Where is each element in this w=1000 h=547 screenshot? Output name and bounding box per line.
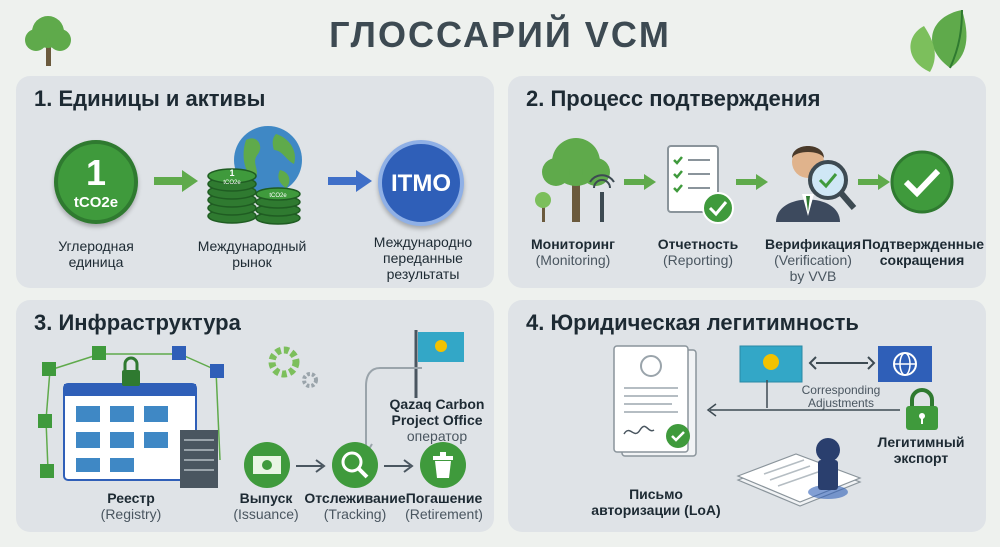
tracking-item: Отслеживание (Tracking) [302,490,408,522]
arrow-right-icon [328,170,372,192]
loa-item: Письмо авторизации (LoA) [586,486,726,518]
operator-role: оператор [406,428,468,444]
coin-number: 1 [85,152,107,193]
loa-label-2: авторизации (LoA) [591,502,721,518]
stack-coin-unit: tCO2e [223,180,241,186]
confirmed-item: Подтвержденные сокращения [862,236,985,268]
export-item: Легитимный экспорт [866,434,976,466]
lock-icon [906,388,938,430]
carbon-unit-label: Углеродная единица [58,238,134,270]
stamp-documents-icon [736,438,862,507]
confirmed-label: Подтвержденные [862,236,985,252]
registry-sublabel: (Registry) [100,506,162,522]
infrastructure-heading: 3. Инфраструктура [34,310,241,335]
verification-sublabel: (Verification) [774,252,852,268]
connector-line [766,380,768,408]
issuance-sublabel: (Issuance) [233,506,299,522]
registry-label: Реестр [107,490,155,506]
coin-unit: tCO2e [73,194,119,211]
kazakhstan-flag-icon [414,330,464,398]
adjustments-line-2: Adjustments [807,396,875,410]
units-heading: 1. Единицы и активы [34,86,266,111]
export-label-2: экспорт [893,450,949,466]
retirement-trash-icon [420,442,466,488]
issuance-label: Выпуск [239,490,293,506]
monitoring-label: Мониторинг [531,236,615,252]
side-coin-unit: tCO2e [269,193,287,199]
monitoring-sublabel: (Monitoring) [535,252,611,268]
legal-heading: 4. Юридическая легитимность [526,310,859,335]
tree-icon [25,16,71,66]
issuance-money-icon [244,442,290,488]
reporting-sublabel: (Reporting) [662,252,734,268]
adjustments-line-1: Corresponding [801,383,881,397]
tracking-search-icon [332,442,378,488]
verification-item: Верификация (Verification) by VVB [758,236,868,284]
registry-item: Реестр (Registry) [76,490,186,522]
check-circle-icon [890,150,954,214]
kazakhstan-flag-icon [739,345,803,383]
arrow-right-icon [296,459,326,473]
globe-coins-icon: 1 tCO2e tCO2e [207,126,302,225]
corresponding-adjustments: Corresponding Adjustments [778,384,904,410]
infrastructure-panel: 3. Инфраструктура Реестр (Registry) Qaza… [16,300,494,532]
verification-panel: 2. Процесс подтверждения Мониторинг (Mon… [508,76,986,288]
arrow-right-icon [736,174,768,190]
leaf-icon [910,9,967,72]
double-arrow-icon [808,356,876,370]
reporting-label: Отчетность [657,236,739,252]
arrow-left-icon [706,403,900,417]
verifier-person-icon [776,146,857,222]
gear-icon [268,346,318,388]
itmo-badge-text: ITMO [391,170,451,197]
itmo-label: Международно переданные результаты [373,234,473,282]
globe-flag-icon [878,346,932,382]
units-panel: 1. Единицы и активы 1 tCO2e Углеродная е… [16,76,494,288]
reporting-item: Отчетность (Reporting) [648,236,748,268]
arrow-right-icon [154,170,198,192]
arrow-right-icon [624,174,656,190]
international-market-label: Международный рынок [197,238,307,270]
arrow-right-icon [858,174,890,190]
monitoring-item: Мониторинг (Monitoring) [518,236,628,268]
verification-sublabel-vvb: by VVB [789,268,837,284]
retirement-sublabel: (Retirement) [405,506,483,522]
retirement-item: Погашение (Retirement) [396,490,492,522]
operator-item: Qazaq Carbon Project Office оператор [382,396,492,444]
verification-label: Верификация [764,236,862,252]
checklist-document-icon [667,145,734,224]
tracking-label: Отслеживание [304,490,406,506]
itmo-badge-icon: ITMO [378,140,464,226]
operator-name-2: Project Office [391,412,483,428]
export-label-1: Легитимный [877,434,965,450]
loa-label-1: Письмо [629,486,683,502]
stack-coin-number: 1 [229,168,234,178]
page-title: ГЛОССАРИЙ VCM [329,14,671,55]
legal-panel: 4. Юридическая легитимность Письмо автор… [508,300,986,532]
confirmed-label-2: сокращения [879,252,965,268]
tracking-sublabel: (Tracking) [323,506,387,522]
verification-heading: 2. Процесс подтверждения [526,86,821,111]
retirement-label: Погашение [405,490,483,506]
registry-network-icon [38,346,224,488]
issuance-item: Выпуск (Issuance) [220,490,312,522]
monitoring-tree-icon [535,138,615,222]
carbon-credit-coin-icon: 1 tCO2e [54,140,138,224]
arrow-right-icon [384,459,414,473]
operator-name-1: Qazaq Carbon [389,396,485,412]
letter-of-authorization-icon [613,345,697,457]
